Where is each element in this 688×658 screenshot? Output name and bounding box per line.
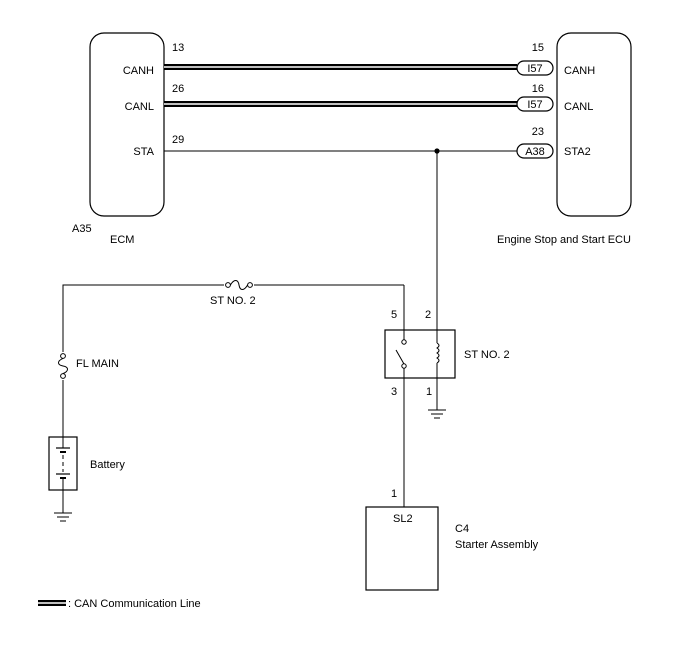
relay-st-no2	[384, 329, 456, 379]
ecm-name: ECM	[110, 234, 134, 246]
ecm-pin-sta-number: 29	[172, 134, 184, 146]
battery-label: Battery	[90, 459, 125, 471]
ecm-pin-canh-label: CANH	[123, 65, 154, 77]
fuse-fl-main	[55, 352, 71, 380]
connector-a38: A38	[516, 143, 554, 159]
ecm-box	[89, 32, 165, 217]
starter-box	[365, 506, 439, 591]
ess-pin-canh-label: CANH	[564, 65, 595, 77]
fuse-st-no2-label: ST NO. 2	[210, 295, 256, 307]
ecm-connector-code: A35	[72, 223, 92, 235]
ecm-pin-canl-number: 26	[172, 83, 184, 95]
relay-switch-icon	[395, 349, 405, 365]
relay-ground-icon	[428, 378, 446, 419]
connector-i57-canh: I57	[516, 60, 554, 76]
ess-pin-sta2-number: 23	[532, 126, 544, 138]
relay-pin3-number: 3	[391, 386, 397, 398]
battery	[48, 436, 78, 491]
ess-pin-canh-number: 15	[532, 42, 544, 54]
connector-i57-canh-label: I57	[527, 63, 542, 75]
engine-stop-start-ecu-module: CANH CANL STA2 15 16 23 Engine Stop and …	[497, 32, 632, 246]
connector-a38-label: A38	[525, 146, 545, 158]
relay-pin1-number: 1	[426, 386, 432, 398]
connector-i57-canl: I57	[516, 96, 554, 112]
battery-ground-icon	[54, 490, 72, 522]
relay-box	[384, 329, 456, 379]
legend: : CAN Communication Line	[38, 598, 201, 610]
relay-pin5-number: 5	[391, 309, 397, 321]
starter-assembly: 1 SL2 C4 Starter Assembly	[365, 488, 539, 591]
ecm-pin-sta-label: STA	[133, 146, 154, 158]
ess-pin-canl-number: 16	[532, 83, 544, 95]
starter-connector-code: C4	[455, 523, 469, 535]
legend-label: : CAN Communication Line	[68, 598, 201, 610]
relay-coil-icon	[436, 342, 440, 364]
fuse-st-no2-icon	[229, 280, 249, 290]
ess-ecu-box	[556, 32, 632, 217]
fuse-st-no2	[224, 278, 254, 292]
fuse-fl-main-label: FL MAIN	[76, 358, 119, 370]
starter-pin-number: 1	[391, 488, 397, 500]
connector-i57-canl-label: I57	[527, 99, 542, 111]
relay-label: ST NO. 2	[464, 349, 510, 361]
starter-name: Starter Assembly	[455, 539, 539, 551]
ess-pin-canl-label: CANL	[564, 101, 593, 113]
ess-ecu-name: Engine Stop and Start ECU	[497, 234, 631, 246]
ecm-module: CANH CANL STA 13 26 29 A35 ECM	[72, 32, 184, 246]
battery-supply-wire	[62, 284, 226, 437]
relay-pin2-number: 2	[425, 309, 431, 321]
fl-main-fuse-icon	[58, 357, 68, 375]
ess-pin-sta2-label: STA2	[564, 146, 591, 158]
starter-pin-label: SL2	[393, 513, 413, 525]
ecm-pin-canl-label: CANL	[125, 101, 154, 113]
ecm-pin-canh-number: 13	[172, 42, 184, 54]
